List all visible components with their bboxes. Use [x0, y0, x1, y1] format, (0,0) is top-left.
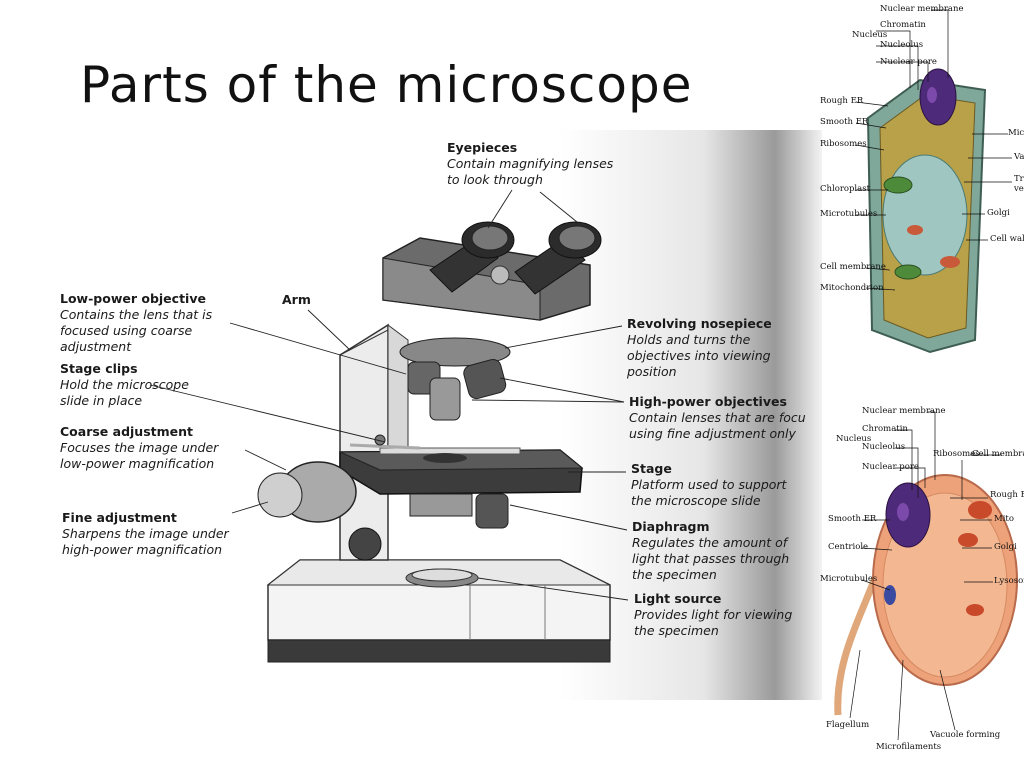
- label-coarse-adjustment: Coarse adjustment Focuses the image unde…: [60, 424, 218, 472]
- animal-label-microtubules: Microtubules: [820, 574, 878, 584]
- animal-label-cell-membrane: Cell membrane: [972, 449, 1024, 459]
- label-arm: Arm: [282, 292, 311, 308]
- label-revolving-nosepiece: Revolving nosepiece Holds and turns the …: [627, 316, 772, 380]
- low-power-heading: Low-power objective: [60, 291, 206, 306]
- stage-clips-desc: Hold the microscope slide in place: [60, 377, 189, 408]
- plant-label-chromatin: Chromatin: [880, 20, 926, 30]
- diaphragm-desc: Regulates the amount of light that passe…: [632, 535, 790, 582]
- animal-label-rough-er: Rough ER: [990, 490, 1024, 500]
- eyepieces-desc: Contain magnifying lenses to look throug…: [447, 156, 614, 187]
- low-power-desc: Contains the lens that is focused using …: [60, 307, 213, 354]
- label-stage: Stage Platform used to support the micro…: [631, 461, 786, 509]
- label-fine-adjustment: Fine adjustment Sharpens the image under…: [62, 510, 229, 558]
- animal-label-vacuole-forming: Vacuole forming: [930, 730, 1001, 740]
- label-high-power-objectives: High-power objectives Contain lenses tha…: [629, 394, 806, 442]
- plant-label-golgi: Golgi: [987, 208, 1010, 218]
- label-low-power-objective: Low-power objective Contains the lens th…: [60, 291, 212, 355]
- animal-label-nuclear-membrane: Nuclear membrane: [862, 406, 946, 416]
- animal-label-lysosome: Lysosome: [994, 576, 1024, 586]
- fine-desc: Sharpens the image under high-power magn…: [62, 526, 229, 557]
- high-power-heading: High-power objectives: [629, 394, 787, 409]
- plant-label-vacuole: Vacuole: [1014, 152, 1024, 162]
- coarse-desc: Focuses the image under low-power magnif…: [60, 440, 219, 471]
- label-eyepieces: Eyepieces Contain magnifying lenses to l…: [447, 140, 613, 188]
- plant-label-nuclear-pore: Nuclear pore: [880, 57, 937, 67]
- plant-label-ribosomes: Ribosomes: [820, 139, 867, 149]
- animal-label-microfilaments: Microfilaments: [876, 742, 942, 752]
- animal-label-chromatin: Chromatin: [862, 424, 908, 434]
- plant-label-nuclear-membrane: Nuclear membrane: [880, 4, 964, 14]
- light-source-heading: Light source: [634, 591, 722, 606]
- plant-label-transport-vesicle: Transport vesicle: [1014, 174, 1024, 194]
- label-light-source: Light source Provides light for viewing …: [634, 591, 792, 639]
- plant-label-rough-er: Rough ER: [820, 96, 864, 106]
- diaphragm-heading: Diaphragm: [632, 519, 710, 534]
- plant-label-nucleus: Nucleus: [852, 30, 888, 40]
- arm-heading: Arm: [282, 292, 311, 307]
- stage-desc: Platform used to support the microscope …: [631, 477, 787, 508]
- animal-label-ribosomes: Ribosomes: [933, 449, 980, 459]
- animal-label-golgi: Golgi: [994, 542, 1017, 552]
- animal-label-nucleus: Nucleus: [836, 434, 872, 444]
- animal-label-nucleolus: Nucleolus: [862, 442, 906, 452]
- stage-heading: Stage: [631, 461, 672, 476]
- nosepiece-desc: Holds and turns the objectives into view…: [627, 332, 771, 379]
- high-power-desc: Contain lenses that are focu using fine …: [629, 410, 806, 441]
- plant-label-smooth-er: Smooth ER: [820, 117, 869, 127]
- animal-label-flagellum: Flagellum: [826, 720, 870, 730]
- plant-label-nucleolus: Nucleolus: [880, 40, 924, 50]
- plant-label-cell-wall: Cell wall: [990, 234, 1024, 244]
- label-stage-clips: Stage clips Hold the microscope slide in…: [60, 361, 189, 409]
- animal-label-centriole: Centriole: [828, 542, 869, 552]
- stage-clips-heading: Stage clips: [60, 361, 138, 376]
- slide-title: Parts of the microscope: [80, 56, 693, 114]
- plant-label-microtubules: Microtubules: [820, 209, 878, 219]
- eyepieces-heading: Eyepieces: [447, 140, 518, 155]
- animal-label-smooth-er: Smooth ER: [828, 514, 877, 524]
- animal-label-mito: Mito: [994, 514, 1014, 524]
- label-diaphragm: Diaphragm Regulates the amount of light …: [632, 519, 789, 583]
- animal-label-nuclear-pore: Nuclear pore: [862, 462, 919, 472]
- fine-heading: Fine adjustment: [62, 510, 177, 525]
- plant-label-mitochondrion: Mitochondrion: [820, 283, 884, 293]
- light-source-desc: Provides light for viewing the specimen: [634, 607, 793, 638]
- plant-label-chloroplast: Chloroplast: [820, 184, 870, 194]
- nosepiece-heading: Revolving nosepiece: [627, 316, 772, 331]
- plant-label-cell-membrane: Cell membrane: [820, 262, 886, 272]
- plant-label-microfilaments: Microfilaments: [1008, 128, 1024, 138]
- coarse-heading: Coarse adjustment: [60, 424, 193, 439]
